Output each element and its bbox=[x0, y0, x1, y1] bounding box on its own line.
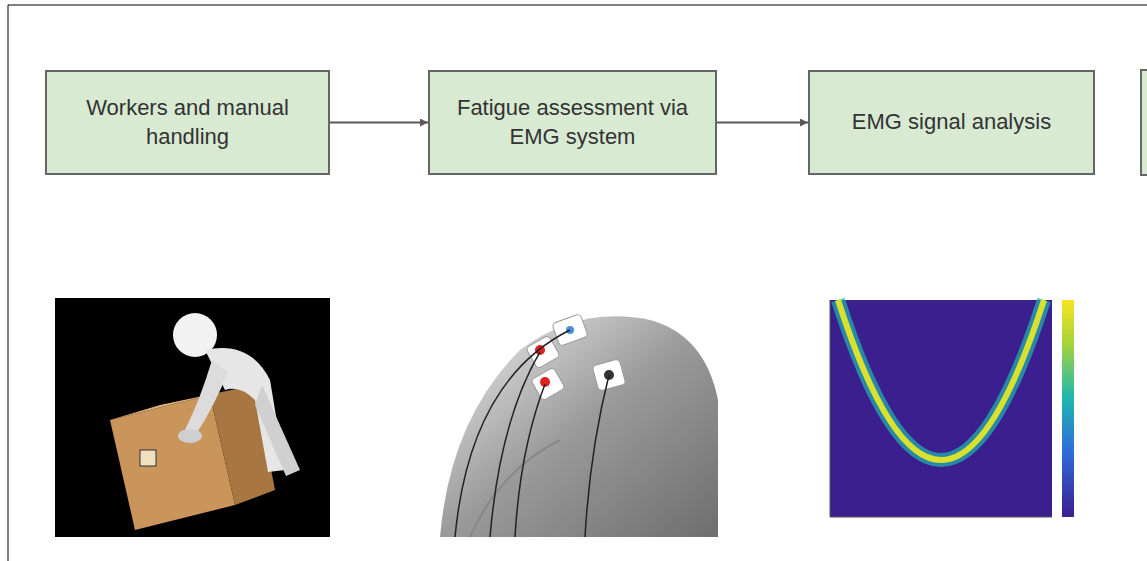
emg-electrode-illustration bbox=[428, 298, 718, 537]
box-label: Fatigue assessment via EMG system bbox=[444, 94, 701, 151]
process-box: Workers and manual handling bbox=[45, 70, 330, 175]
flow-arrow bbox=[330, 122, 428, 124]
spectrogram-plot bbox=[810, 298, 1090, 537]
box-label: Workers and manual handling bbox=[61, 94, 314, 151]
process-box: EMG signal analysis bbox=[808, 70, 1095, 175]
box-label: EMG signal analysis bbox=[852, 108, 1051, 137]
worker-illustration bbox=[55, 298, 330, 537]
frame bbox=[8, 5, 1147, 561]
flow-arrow bbox=[717, 122, 808, 124]
process-box: Fatigue assessment via EMG system bbox=[428, 70, 717, 175]
